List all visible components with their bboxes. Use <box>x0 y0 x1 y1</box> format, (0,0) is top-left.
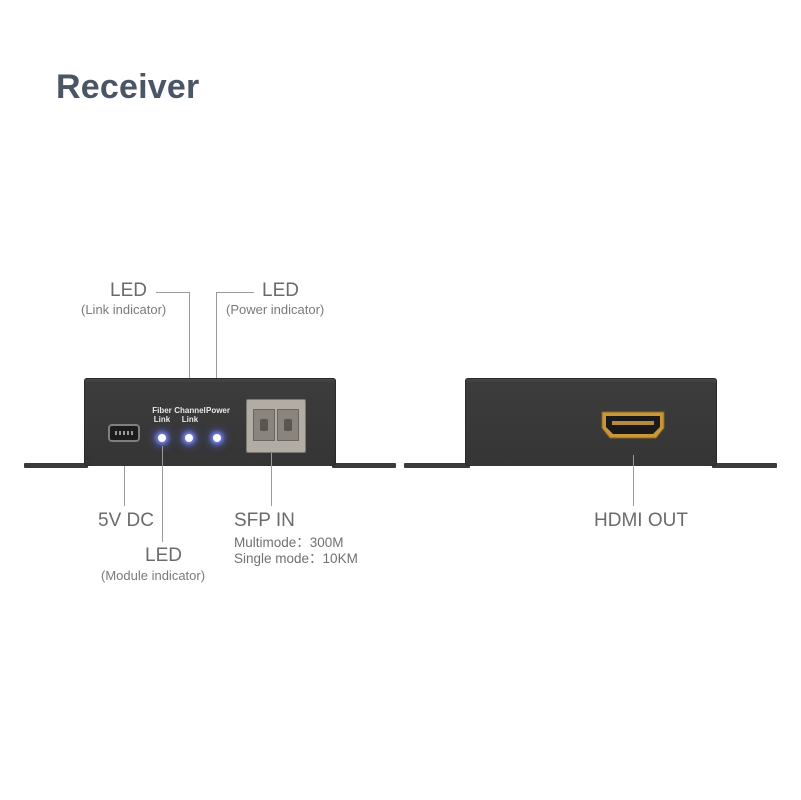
led-module-callout <box>162 446 163 542</box>
led-module-label: LED <box>145 545 182 566</box>
dc-label: 5V DC <box>98 510 154 531</box>
sfp-spec-singlemode: Single mode：10KM <box>234 551 358 566</box>
left-mount-flange-right <box>332 463 396 468</box>
led-link-sublabel: (Link indicator) <box>81 302 167 317</box>
left-mount-flange-left <box>24 463 88 468</box>
channel-link-led <box>185 434 193 442</box>
hdmi-port-pins <box>612 421 654 425</box>
hdmi-out-label: HDMI OUT <box>594 510 688 531</box>
led-link-label: LED <box>110 280 147 301</box>
led-power-callout-v <box>216 292 217 400</box>
power-led <box>213 434 221 442</box>
page-title: Receiver <box>56 68 200 106</box>
fiber-link-text: Fiber Link <box>150 406 174 424</box>
led-power-callout-h <box>216 292 254 293</box>
dc-callout <box>124 466 125 506</box>
receiver-rear-panel <box>465 378 717 466</box>
led-power-sublabel: (Power indicator) <box>226 302 325 317</box>
sfp-ferrule-right <box>284 419 292 431</box>
hdmi-callout <box>633 455 634 506</box>
fiber-link-text-line1: Fiber <box>152 406 172 415</box>
sfp-spec-multimode: Multimode：300M <box>234 535 344 550</box>
sfp-port-left <box>253 409 275 441</box>
sfp-in-label: SFP IN <box>234 510 295 531</box>
led-power-label: LED <box>262 280 299 301</box>
channel-link-text-line2: Link <box>181 415 199 424</box>
dc-power-port <box>108 424 140 442</box>
rear-panel-bezel <box>470 384 712 466</box>
fiber-link-led <box>158 434 166 442</box>
sfp-callout <box>271 453 272 506</box>
sfp-port-right <box>277 409 299 441</box>
power-text: Power <box>205 406 230 415</box>
led-module-sublabel: (Module indicator) <box>101 568 206 583</box>
sfp-port <box>246 399 306 453</box>
right-mount-flange-left <box>404 463 470 468</box>
sfp-ferrule-left <box>260 419 268 431</box>
led-link-callout-h <box>156 292 190 293</box>
channel-link-text-line1: Channel <box>174 406 206 415</box>
hdmi-port <box>601 411 665 439</box>
led-link-callout-v <box>189 292 190 400</box>
fiber-link-text-line2: Link <box>153 415 171 424</box>
channel-link-text: Channel Link <box>174 406 206 424</box>
right-mount-flange-right <box>712 463 777 468</box>
